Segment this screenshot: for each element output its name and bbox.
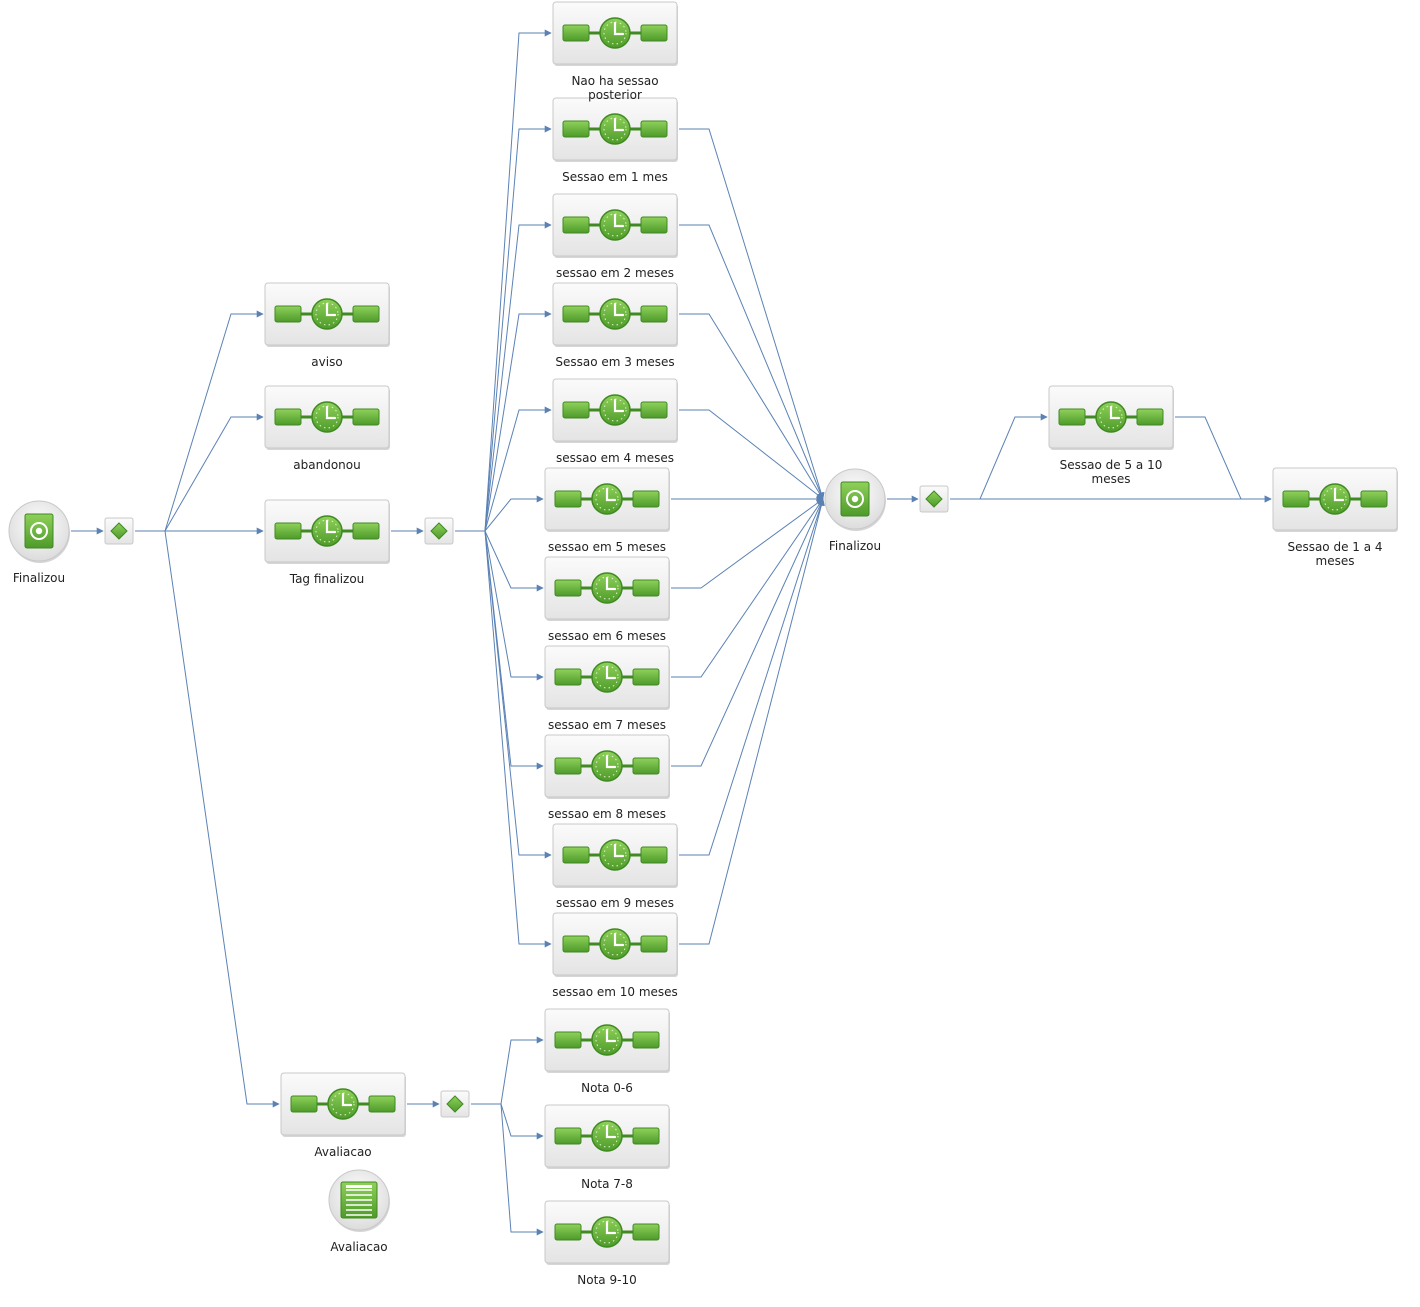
label-sessao-4: sessao em 4 meses [556, 451, 674, 465]
clock-icon [554, 1216, 660, 1248]
edge-gw2-to-sessao-10[interactable] [455, 530, 552, 948]
node-gw4[interactable] [440, 1090, 470, 1118]
clock-icon [562, 209, 668, 241]
node-sessao-5-10[interactable] [1048, 385, 1174, 450]
label-sessao-3: Sessao em 3 meses [555, 355, 675, 369]
edge-sessao-6-to-finalizou-2[interactable] [671, 498, 824, 589]
clock-icon [274, 298, 380, 330]
edge-gw1-to-avaliacao-timer[interactable] [135, 530, 280, 1108]
edge-gw4-to-nota-9-10[interactable] [471, 1103, 544, 1236]
edge-gw3-to-sessao-5-10[interactable] [950, 413, 1048, 500]
target-icon [24, 513, 54, 549]
edge-sessao-9-to-finalizou-2[interactable] [679, 498, 825, 856]
edge-gw2-to-sessao-4[interactable] [455, 406, 552, 532]
node-nota-9-10[interactable] [544, 1200, 670, 1265]
label-sessao-1-4: Sessao de 1 a 4 meses [1287, 540, 1383, 568]
form-icon [340, 1181, 378, 1219]
label-aviso: aviso [311, 355, 343, 369]
node-sessao-9[interactable] [552, 823, 678, 888]
node-gw1[interactable] [104, 517, 134, 545]
node-sessao-8[interactable] [544, 734, 670, 799]
node-nota-0-6[interactable] [544, 1008, 670, 1073]
label-tag-finalizou: Tag finalizou [289, 572, 365, 586]
node-sessao-3[interactable] [552, 282, 678, 347]
node-nao-ha-sessao[interactable] [552, 1, 678, 66]
node-sessao-2[interactable] [552, 193, 678, 258]
edge-sessao-4-to-finalizou-2[interactable] [679, 409, 824, 500]
label-sessao-5: sessao em 5 meses [548, 540, 666, 554]
node-sessao-10[interactable] [552, 912, 678, 977]
node-sessao-5[interactable] [544, 467, 670, 532]
clock-icon [562, 17, 668, 49]
label-sessao-5-10: Sessao de 5 a 10 meses [1059, 458, 1163, 486]
label-sessao-2: sessao em 2 meses [556, 266, 674, 280]
node-avaliacao-timer[interactable] [280, 1072, 406, 1137]
label-avaliacao-form: Avaliacao [330, 1240, 388, 1254]
label-finalizou-2: Finalizou [828, 539, 882, 553]
label-start-finalizou: Finalizou [12, 571, 66, 585]
node-gw3[interactable] [919, 485, 949, 513]
edge-sessao-10-to-finalizou-2[interactable] [679, 498, 825, 945]
edge-gw2-to-sessao-3[interactable] [455, 310, 552, 532]
node-aviso[interactable] [264, 282, 390, 347]
clock-icon [562, 298, 668, 330]
clock-icon [1282, 483, 1388, 515]
label-avaliacao-timer: Avaliacao [314, 1145, 372, 1159]
label-nota-9-10: Nota 9-10 [577, 1273, 637, 1287]
edge-gw1-to-aviso[interactable] [135, 310, 264, 532]
node-nota-7-8[interactable] [544, 1104, 670, 1169]
node-start-finalizou[interactable] [8, 500, 70, 563]
label-nao-ha-sessao: Nao ha sessao posterior [571, 74, 659, 102]
clock-icon [554, 661, 660, 693]
diamond-icon [925, 490, 943, 508]
clock-icon [562, 839, 668, 871]
clock-icon [554, 483, 660, 515]
label-abandonou: abandonou [293, 458, 361, 472]
node-sessao-6[interactable] [544, 556, 670, 621]
edge-gw2-to-sessao-1[interactable] [455, 125, 552, 532]
edge-sessao-7-to-finalizou-2[interactable] [671, 498, 824, 678]
edge-sessao-8-to-finalizou-2[interactable] [671, 498, 824, 767]
node-sessao-4[interactable] [552, 378, 678, 443]
label-sessao-6: sessao em 6 meses [548, 629, 666, 643]
clock-icon [554, 750, 660, 782]
clock-icon [554, 1120, 660, 1152]
edge-gw1-to-abandonou[interactable] [135, 413, 264, 532]
label-sessao-8: sessao em 8 meses [548, 807, 666, 821]
diamond-icon [446, 1095, 464, 1113]
edge-gw2-to-sessao-5[interactable] [455, 495, 544, 532]
node-sessao-7[interactable] [544, 645, 670, 710]
node-finalizou-2[interactable] [824, 468, 886, 531]
edge-sessao-5-10-to-sessao-1-4[interactable] [1175, 416, 1272, 503]
edge-sessao-3-to-finalizou-2[interactable] [679, 313, 824, 500]
label-sessao-7: sessao em 7 meses [548, 718, 666, 732]
label-sessao-9: sessao em 9 meses [556, 896, 674, 910]
edge-sessao-2-to-finalizou-2[interactable] [679, 224, 824, 500]
label-nota-7-8: Nota 7-8 [581, 1177, 633, 1191]
label-nota-0-6: Nota 0-6 [581, 1081, 633, 1095]
clock-icon [562, 113, 668, 145]
node-gw2[interactable] [424, 517, 454, 545]
clock-icon [554, 1024, 660, 1056]
diamond-icon [110, 522, 128, 540]
clock-icon [290, 1088, 396, 1120]
diamond-icon [430, 522, 448, 540]
clock-icon [274, 515, 380, 547]
edge-gw4-to-nota-7-8[interactable] [471, 1103, 544, 1140]
label-sessao-1: Sessao em 1 mes [562, 170, 668, 184]
node-tag-finalizou[interactable] [264, 499, 390, 564]
target-icon [840, 481, 870, 517]
node-sessao-1-4[interactable] [1272, 467, 1398, 532]
clock-icon [554, 572, 660, 604]
edge-sessao-1-to-finalizou-2[interactable] [679, 128, 825, 500]
clock-icon [562, 394, 668, 426]
clock-icon [1058, 401, 1164, 433]
node-avaliacao-form[interactable] [328, 1169, 390, 1232]
clock-icon [562, 928, 668, 960]
label-sessao-10: sessao em 10 meses [552, 985, 678, 999]
node-abandonou[interactable] [264, 385, 390, 450]
node-sessao-1[interactable] [552, 97, 678, 162]
clock-icon [274, 401, 380, 433]
